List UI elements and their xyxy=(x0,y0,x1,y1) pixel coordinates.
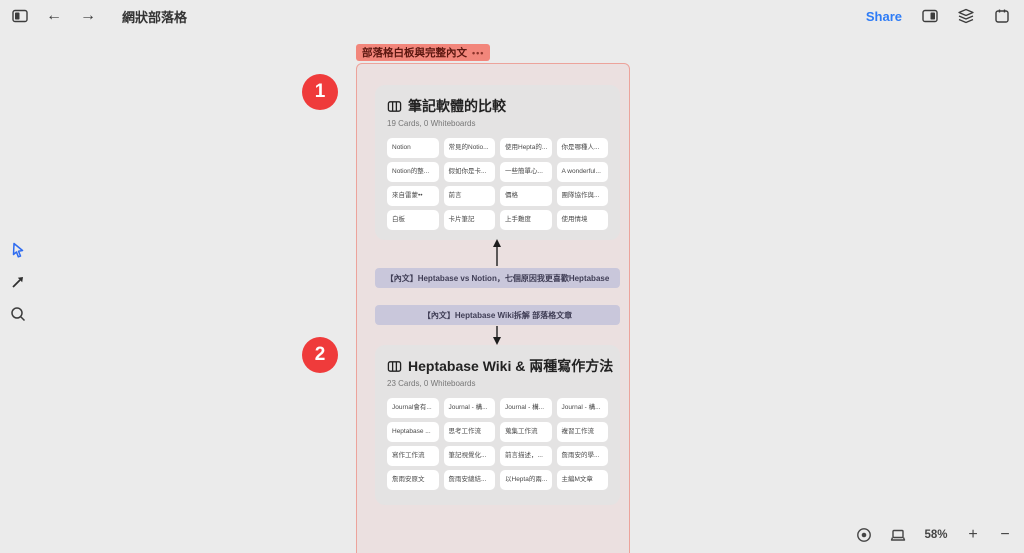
mini-card[interactable]: 白板 xyxy=(387,210,439,230)
zoom-in-button[interactable]: + xyxy=(968,526,978,543)
annotation-badge-1: 1 xyxy=(302,74,338,110)
box1-card-grid: Notion 常見的Notio... 使用Hepta的... 你是哪種人... … xyxy=(387,138,608,230)
arrow-line-tool-button[interactable] xyxy=(6,270,30,294)
mini-card[interactable]: 來自雷蒙•• xyxy=(387,186,439,206)
mini-card[interactable]: 思考工作流 xyxy=(443,422,495,442)
board-title: 網狀部落格 xyxy=(122,9,188,25)
mini-card[interactable]: 寫作工作流 xyxy=(387,446,439,466)
mini-card[interactable]: 常見的Notio... xyxy=(443,138,495,158)
content-card-bar-2-label: 【內文】Heptabase Wiki拆解 部落格文章 xyxy=(422,310,573,320)
mini-card[interactable]: A wonderful... xyxy=(556,162,608,182)
group-tag-label: 部落格白板與完整內文 xyxy=(362,47,467,59)
content-card-bar-1-label: 【內文】Heptabase vs Notion，七個原因我更喜歡Heptabas… xyxy=(385,273,610,283)
card-library-layers-icon[interactable] xyxy=(954,4,978,28)
mini-card[interactable]: Heptabase ... xyxy=(387,422,439,442)
visibility-eye-button[interactable] xyxy=(852,523,876,547)
box2-subtitle: 23 Cards, 0 Whiteboards xyxy=(387,379,476,388)
mini-card[interactable]: Notion的整... xyxy=(387,162,439,182)
forward-button[interactable]: → xyxy=(80,7,96,24)
mini-card[interactable]: 蒐集工作流 xyxy=(500,422,552,442)
connector-arrow-down[interactable] xyxy=(491,326,503,346)
content-card-bar-2[interactable]: 【內文】Heptabase Wiki拆解 部落格文章 xyxy=(375,305,620,325)
toggle-right-sidebar-button[interactable] xyxy=(918,4,942,28)
top-bar: ← → 網狀部落格 Share xyxy=(0,0,1024,32)
share-button[interactable]: Share xyxy=(865,8,902,24)
mini-card[interactable]: Journal - 構... xyxy=(500,398,552,418)
mini-card[interactable]: 假如你是卡... xyxy=(443,162,495,182)
mini-card[interactable]: 一些簡單心... xyxy=(500,162,552,182)
mini-card[interactable]: 上手難度 xyxy=(500,210,552,230)
mini-card[interactable]: Notion xyxy=(387,138,439,158)
presentation-mode-button[interactable] xyxy=(886,523,910,547)
journal-calendar-icon[interactable] xyxy=(990,4,1014,28)
tool-rail xyxy=(6,238,30,326)
card-library-icon xyxy=(387,359,402,374)
zoom-level[interactable]: 58% xyxy=(924,529,948,541)
mini-card[interactable]: 主編M文章 xyxy=(556,470,608,490)
mini-card[interactable]: 你是哪種人... xyxy=(556,138,608,158)
connector-arrow-up[interactable] xyxy=(491,239,503,267)
mini-card[interactable]: 團隊協作與... xyxy=(556,186,608,206)
whiteboard-card-box-1[interactable]: 筆記軟體的比較 19 Cards, 0 Whiteboards Notion 常… xyxy=(375,85,620,240)
toggle-left-sidebar-button[interactable] xyxy=(8,4,32,28)
mini-card[interactable]: Journal - 構... xyxy=(443,398,495,418)
group-tag[interactable]: 部落格白板與完整內文 ••• xyxy=(356,44,491,61)
box1-subtitle: 19 Cards, 0 Whiteboards xyxy=(387,119,476,128)
mini-card[interactable]: 價格 xyxy=(500,186,552,206)
mini-card[interactable]: Journal會有... xyxy=(387,398,439,418)
back-button[interactable]: ← xyxy=(46,7,62,24)
mini-card[interactable]: 詹雨安總結... xyxy=(443,470,495,490)
mini-card[interactable]: 詹雨安原文 xyxy=(387,470,439,490)
mini-card[interactable]: 複習工作流 xyxy=(556,422,608,442)
search-tool-button[interactable] xyxy=(6,302,30,326)
zoom-out-button[interactable]: − xyxy=(1000,526,1010,543)
group-menu-button[interactable]: ••• xyxy=(472,47,485,58)
mini-card[interactable]: 卡片筆記 xyxy=(443,210,495,230)
mini-card[interactable]: 筆記視覺化... xyxy=(443,446,495,466)
mini-card[interactable]: 使用情境 xyxy=(556,210,608,230)
box2-header: Heptabase Wiki & 兩種寫作方法 xyxy=(387,357,613,375)
annotation-badge-2: 2 xyxy=(302,337,338,373)
box2-title: Heptabase Wiki & 兩種寫作方法 xyxy=(408,358,614,374)
select-tool-button[interactable] xyxy=(6,238,30,262)
mini-card[interactable]: 前言描述，... xyxy=(500,446,552,466)
mini-card[interactable]: 前言 xyxy=(443,186,495,206)
content-card-bar-1[interactable]: 【內文】Heptabase vs Notion，七個原因我更喜歡Heptabas… xyxy=(375,268,620,288)
mini-card[interactable]: Journal - 構... xyxy=(556,398,608,418)
whiteboard-card-box-2[interactable]: Heptabase Wiki & 兩種寫作方法 23 Cards, 0 Whit… xyxy=(375,345,620,505)
mini-card[interactable]: 詹雨安的學... xyxy=(556,446,608,466)
box1-header: 筆記軟體的比較 xyxy=(387,97,608,115)
box1-title: 筆記軟體的比較 xyxy=(408,98,506,114)
mini-card[interactable]: 使用Hepta的... xyxy=(500,138,552,158)
mini-card[interactable]: 以Hepta的兩... xyxy=(500,470,552,490)
box2-card-grid: Journal會有... Journal - 構... Journal - 構.… xyxy=(387,398,608,490)
status-bar: 58% + − xyxy=(852,523,1016,547)
card-library-icon xyxy=(387,99,402,114)
